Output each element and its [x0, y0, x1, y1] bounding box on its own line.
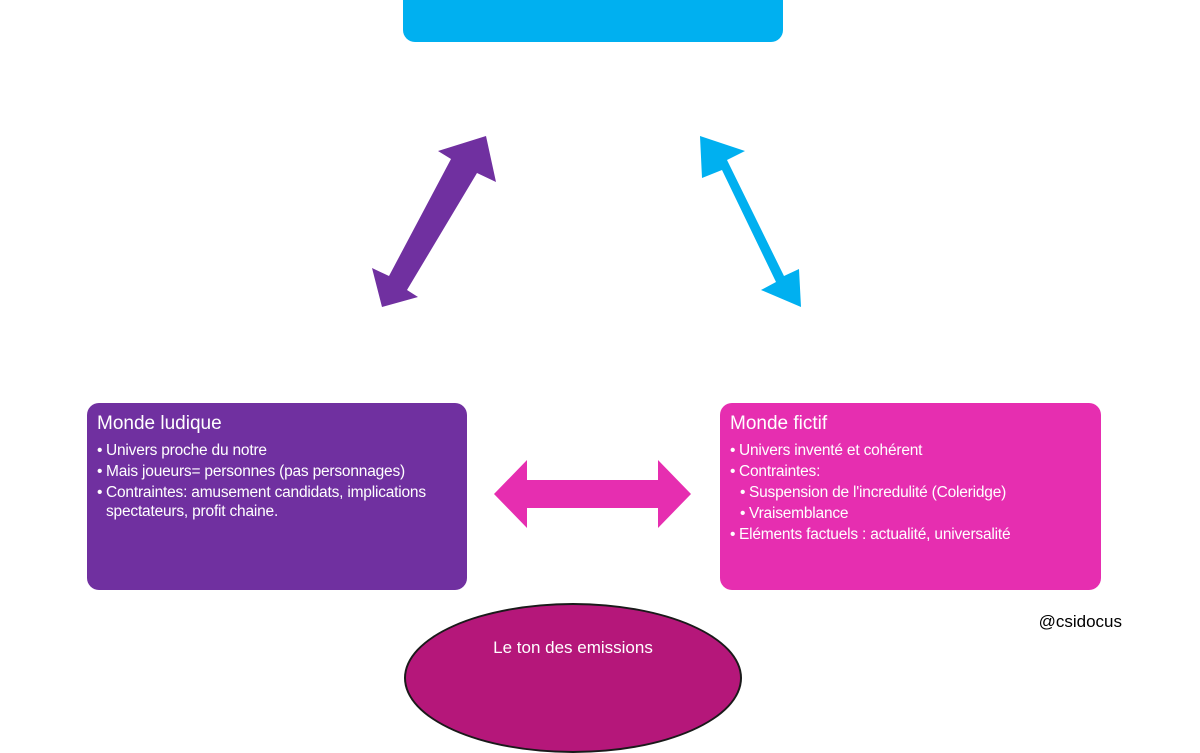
- right-double-arrow-icon: [700, 136, 801, 307]
- list-item: Eléments factuels : actualité, universal…: [730, 525, 1091, 544]
- monde-fictif-title: Monde fictif: [730, 413, 828, 434]
- top-box: [403, 0, 783, 42]
- monde-ludique-box: Monde ludique Univers proche du notre Ma…: [87, 403, 467, 590]
- list-item: Contraintes: amusement candidats, implic…: [97, 483, 457, 521]
- monde-ludique-title: Monde ludique: [97, 413, 222, 434]
- ton-ellipse-label: Le ton des emissions: [493, 638, 653, 657]
- author-handle: @csidocus: [1038, 612, 1122, 631]
- ton-ellipse: [404, 603, 742, 753]
- list-subitem: Vraisemblance: [730, 504, 1091, 523]
- list-item: Contraintes:: [730, 462, 1091, 481]
- list-item: Mais joueurs= personnes (pas personnages…: [97, 462, 457, 481]
- bottom-double-arrow-icon: [494, 460, 691, 528]
- list-item: Univers inventé et cohérent: [730, 441, 1091, 460]
- monde-fictif-box: Monde fictif Univers inventé et cohérent…: [720, 403, 1101, 590]
- monde-fictif-list: Univers inventé et cohérent Contraintes:…: [730, 441, 1091, 544]
- list-subitem: Suspension de l'incredulité (Coleridge): [730, 483, 1091, 502]
- arrows-layer: [372, 136, 801, 528]
- monde-ludique-list: Univers proche du notre Mais joueurs= pe…: [97, 441, 457, 521]
- left-double-arrow-icon: [372, 136, 496, 307]
- list-item: Univers proche du notre: [97, 441, 457, 460]
